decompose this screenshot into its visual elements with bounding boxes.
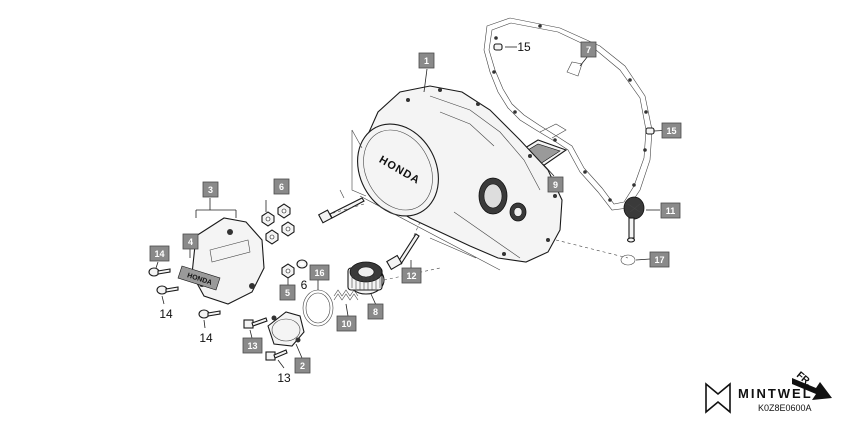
part-label-6[interactable]: 6 — [273, 178, 290, 195]
dowel-pin — [493, 43, 503, 51]
svg-text:7: 7 — [586, 45, 591, 55]
part-label-12[interactable]: 12 — [401, 267, 422, 284]
screw — [156, 285, 179, 295]
svg-text:9: 9 — [553, 180, 558, 190]
callout-14[interactable]: 14 — [199, 331, 213, 345]
part-label-5[interactable]: 5 — [279, 284, 296, 301]
part-label-9[interactable]: 9 — [547, 176, 564, 193]
svg-text:4: 4 — [188, 237, 193, 247]
front-direction-arrow — [792, 378, 832, 400]
screw — [198, 309, 221, 319]
svg-text:8: 8 — [373, 307, 378, 317]
nut — [281, 221, 295, 237]
o-ring — [302, 289, 334, 327]
svg-text:15: 15 — [666, 126, 676, 136]
part-label-13[interactable]: 13 — [242, 337, 263, 354]
part-label-15[interactable]: 15 — [661, 122, 682, 139]
mintwel-wordmark: MINTWEL — [738, 386, 813, 401]
dipstick-o-ring — [620, 254, 636, 266]
part-label-3[interactable]: 3 — [202, 181, 219, 198]
washer — [296, 259, 308, 269]
oil-dipstick — [623, 196, 645, 243]
part-label-14[interactable]: 14 — [149, 245, 170, 262]
diagram-code: K0Z8E0600A — [758, 403, 812, 413]
svg-text:10: 10 — [341, 319, 351, 329]
svg-text:5: 5 — [285, 288, 290, 298]
svg-text:2: 2 — [300, 361, 305, 371]
callout-6[interactable]: 6 — [301, 278, 308, 292]
svg-text:16: 16 — [314, 268, 324, 278]
cap-bolt — [243, 317, 268, 329]
flange-bolt-12 — [386, 233, 420, 271]
part-label-16[interactable]: 16 — [309, 264, 330, 281]
side-plate — [191, 217, 265, 305]
part-label-10[interactable]: 10 — [336, 315, 357, 332]
oil-filter — [347, 261, 385, 295]
part-label-8[interactable]: 8 — [367, 303, 384, 320]
svg-text:1: 1 — [424, 56, 429, 66]
mintwel-logo-mark — [705, 382, 731, 414]
flange-bolt-long — [317, 189, 365, 224]
gasket — [483, 17, 653, 211]
emblem-plate — [177, 265, 221, 291]
svg-text:12: 12 — [406, 271, 416, 281]
callout-13[interactable]: 13 — [277, 371, 291, 385]
clutch-cover — [351, 85, 563, 263]
part-label-11[interactable]: 11 — [660, 202, 681, 219]
cap-bolt — [265, 349, 288, 361]
svg-text:11: 11 — [666, 206, 676, 216]
nut — [261, 211, 275, 227]
svg-text:6: 6 — [279, 182, 284, 192]
nut — [277, 203, 291, 219]
nut — [281, 263, 295, 279]
nut — [265, 229, 279, 245]
callout-14[interactable]: 14 — [159, 307, 173, 321]
part-label-2[interactable]: 2 — [294, 357, 311, 374]
spring — [333, 289, 359, 301]
svg-text:3: 3 — [208, 185, 213, 195]
part-label-4[interactable]: 4 — [182, 233, 199, 250]
screw — [148, 267, 171, 277]
part-label-7[interactable]: 7 — [580, 41, 597, 58]
part-label-1[interactable]: 1 — [418, 52, 435, 69]
svg-text:17: 17 — [654, 255, 664, 265]
callout-15[interactable]: 15 — [517, 40, 531, 54]
part-label-17[interactable]: 17 — [649, 251, 670, 268]
filter-cover-cap — [267, 311, 305, 347]
dowel-pin — [645, 127, 655, 135]
svg-text:14: 14 — [154, 249, 164, 259]
svg-text:13: 13 — [247, 341, 257, 351]
